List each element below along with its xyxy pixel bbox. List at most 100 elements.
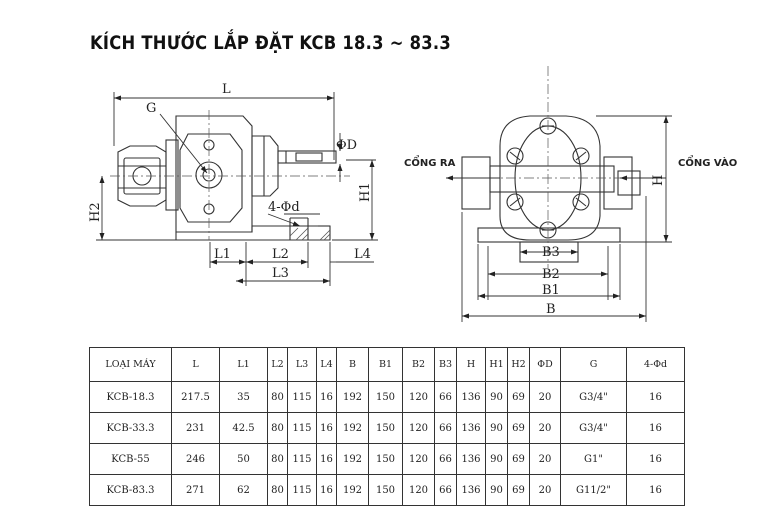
table-cell: 115 [287, 443, 317, 475]
side-bearing-housing [251, 135, 279, 197]
table-header-cell: ΦD [529, 347, 561, 382]
table-cell: 16 [626, 443, 685, 475]
dim-label-H2: H2 [88, 202, 103, 222]
table-cell: G3/4" [560, 381, 627, 413]
table-header-cell: LOẠI MÁY [89, 347, 172, 382]
table-cell: 69 [507, 443, 530, 475]
table-cell: 69 [507, 412, 530, 444]
table-cell: 150 [368, 381, 403, 413]
table-cell: 90 [485, 474, 508, 506]
table-header-cell: 4-Φd [626, 347, 685, 382]
table-cell: 69 [507, 474, 530, 506]
dim-label-H: H [651, 175, 666, 186]
table-row: KCB-83.3 271 62 80 115 16 192 150 120 66… [89, 474, 685, 506]
table-cell: 217.5 [171, 381, 220, 413]
table-header-cell: G [560, 347, 627, 382]
table-header-cell: H [456, 347, 486, 382]
table-cell: 16 [316, 474, 337, 506]
front-pump-body [499, 115, 601, 241]
outlet-port-label: CỔNG RA [404, 154, 456, 169]
table-cell: 16 [316, 381, 337, 413]
table-header-cell: L4 [316, 347, 337, 382]
table-header-cell: L3 [287, 347, 317, 382]
table-cell: 150 [368, 474, 403, 506]
table-header-cell: B2 [402, 347, 435, 382]
table-row: KCB-55 246 50 80 115 16 192 150 120 66 1… [89, 443, 685, 475]
dim-label-B3: B3 [542, 245, 560, 260]
table-cell: 20 [529, 412, 561, 444]
dim-label-L2: L2 [272, 247, 289, 262]
dim-label-G: G [146, 101, 156, 116]
table-cell: 90 [485, 381, 508, 413]
table-cell: 136 [456, 381, 486, 413]
table-cell: 16 [316, 443, 337, 475]
dim-label-L: L [222, 82, 231, 97]
table-cell: 80 [267, 412, 288, 444]
table-cell: 192 [336, 412, 369, 444]
table-cell: 192 [336, 443, 369, 475]
table-cell: G1" [560, 443, 627, 475]
front-view [461, 115, 641, 263]
table-cell: 69 [507, 381, 530, 413]
table-cell: KCB-18.3 [89, 381, 172, 413]
side-pump-body [165, 139, 179, 211]
table-cell: 50 [219, 443, 268, 475]
table-cell: 80 [267, 381, 288, 413]
dim-label-B1: B1 [542, 283, 560, 298]
table-cell: 115 [287, 412, 317, 444]
dim-label-B2: B2 [542, 267, 560, 282]
table-cell: 66 [434, 412, 457, 444]
table-cell: 16 [626, 412, 685, 444]
dim-label-L1: L1 [214, 247, 231, 262]
side-view [117, 115, 337, 241]
table-cell: KCB-83.3 [89, 474, 172, 506]
table-header-cell: H1 [485, 347, 508, 382]
table-row: KCB-18.3 217.5 35 80 115 16 192 150 120 … [89, 381, 685, 413]
table-cell: 136 [456, 443, 486, 475]
table-header-cell: B [336, 347, 369, 382]
table-cell: 16 [316, 412, 337, 444]
installation-dimension-drawing: L G ΦD 4-Φd H2 H1 L1 L2 L3 L4 CỔNG RA CỔ… [88, 66, 737, 322]
page-title: KÍCH THƯỚC LẮP ĐẶT KCB 18.3 ~ 83.3 [90, 32, 451, 54]
table-cell: 80 [267, 443, 288, 475]
dim-label-B: B [546, 302, 556, 317]
front-outlet-stub [461, 156, 491, 210]
table-row: KCB-33.3 231 42.5 80 115 16 192 150 120 … [89, 412, 685, 444]
table-cell: 42.5 [219, 412, 268, 444]
table-cell: 20 [529, 443, 561, 475]
table-header-cell: B1 [368, 347, 403, 382]
table-cell: G3/4" [560, 412, 627, 444]
table-cell: 120 [402, 412, 435, 444]
dim-label-L3: L3 [272, 266, 289, 281]
table-cell: 90 [485, 443, 508, 475]
table-cell: 66 [434, 474, 457, 506]
side-flange [179, 133, 243, 223]
side-base [175, 225, 331, 241]
spec-table-header-row: LOẠI MÁY L L1 L2 L3 L4 B B1 B2 B3 H H1 H… [89, 347, 685, 382]
table-cell: 231 [171, 412, 220, 444]
table-cell: 35 [219, 381, 268, 413]
front-inlet-stub [603, 156, 633, 210]
table-cell: 80 [267, 474, 288, 506]
table-cell: 136 [456, 474, 486, 506]
table-cell: G11/2" [560, 474, 627, 506]
table-cell: 20 [529, 474, 561, 506]
table-cell: 120 [402, 443, 435, 475]
dim-label-L4: L4 [354, 247, 371, 262]
table-cell: 120 [402, 381, 435, 413]
table-cell: 150 [368, 412, 403, 444]
table-header-cell: H2 [507, 347, 530, 382]
table-cell: 192 [336, 474, 369, 506]
table-cell: 16 [626, 474, 685, 506]
inlet-port-label: CỔNG VÀO [678, 154, 737, 169]
dim-label-H1: H1 [358, 182, 373, 202]
table-cell: 192 [336, 381, 369, 413]
side-shaft [277, 150, 337, 164]
table-cell: 150 [368, 443, 403, 475]
table-cell: KCB-55 [89, 443, 172, 475]
table-header-cell: L [171, 347, 220, 382]
table-cell: 90 [485, 412, 508, 444]
table-cell: 62 [219, 474, 268, 506]
table-cell: 66 [434, 381, 457, 413]
table-cell: 271 [171, 474, 220, 506]
